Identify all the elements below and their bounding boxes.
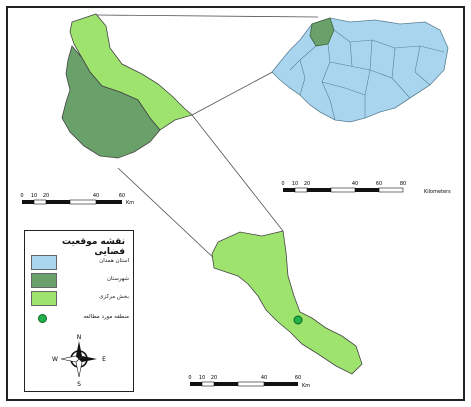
legend-swatch — [31, 291, 57, 306]
legend-title: نقشه موقعیت فضایی — [62, 237, 125, 257]
county-map — [61, 13, 193, 159]
compass-s: S — [77, 381, 81, 388]
legend-item-province: استان همدان — [31, 255, 129, 271]
compass-e: E — [102, 356, 106, 363]
study-point-icon — [38, 314, 47, 323]
connector-line-top — [95, 14, 319, 18]
scale-right-tick: 0 — [281, 181, 284, 187]
scale-right-tick: 80 — [400, 181, 406, 187]
connector-line-mid — [191, 67, 281, 116]
legend: نقشه موقعیت فضایی استان همدان شهرستان بخ… — [24, 230, 134, 392]
scale-left-unit: Km — [126, 200, 134, 206]
scale-right-tick: 10 — [292, 181, 298, 187]
legend-label: شهرستان — [106, 276, 129, 282]
legend-swatch — [31, 255, 57, 270]
legend-label: بخش مرکزی — [99, 294, 129, 300]
scale-left-tick: 40 — [93, 193, 99, 199]
scale-right-tick: 20 — [304, 181, 310, 187]
district-map — [211, 230, 363, 375]
scale-left-tick: 60 — [119, 193, 125, 199]
scalebar-right: 0 10 20 40 60 80 Kilometers — [281, 181, 451, 195]
compass-w: W — [52, 356, 58, 363]
scalebar-bottom: 0 10 20 40 60 Km — [188, 375, 310, 389]
scale-bottom-unit: Km — [302, 383, 310, 389]
province-map — [271, 17, 449, 123]
legend-swatch — [31, 273, 57, 288]
scale-bottom-tick: 20 — [211, 375, 217, 381]
district-area — [211, 230, 363, 375]
study-point-marker — [293, 315, 303, 325]
scale-right-tick: 60 — [376, 181, 382, 187]
county-district — [61, 45, 161, 159]
legend-label: منطقه مورد مطالعه — [83, 314, 129, 320]
legend-item-district: بخش مرکزی — [31, 291, 129, 307]
connector-line-right — [191, 114, 284, 232]
scale-right-unit: Kilometers — [424, 189, 451, 195]
province-subdivisions — [289, 29, 445, 121]
scale-bottom-tick: 0 — [188, 375, 191, 381]
legend-label: استان همدان — [99, 258, 129, 264]
scale-bottom-tick: 40 — [261, 375, 267, 381]
legend-item-county: شهرستان — [31, 273, 129, 289]
scale-bottom-tick: 10 — [199, 375, 205, 381]
scale-bottom-tick: 60 — [295, 375, 301, 381]
province-outline — [271, 17, 449, 123]
scalebar-left: 0 10 20 40 60 Km — [20, 193, 134, 206]
scale-left-tick: 0 — [20, 193, 23, 199]
compass-n: N — [77, 334, 82, 341]
scale-left-tick: 10 — [31, 193, 37, 199]
connector-line-left — [117, 167, 219, 263]
scale-right-tick: 40 — [352, 181, 358, 187]
compass-rose-icon: N S W E — [52, 334, 106, 388]
legend-item-study-point: منطقه مورد مطالعه — [31, 311, 129, 327]
scale-left-tick: 20 — [43, 193, 49, 199]
